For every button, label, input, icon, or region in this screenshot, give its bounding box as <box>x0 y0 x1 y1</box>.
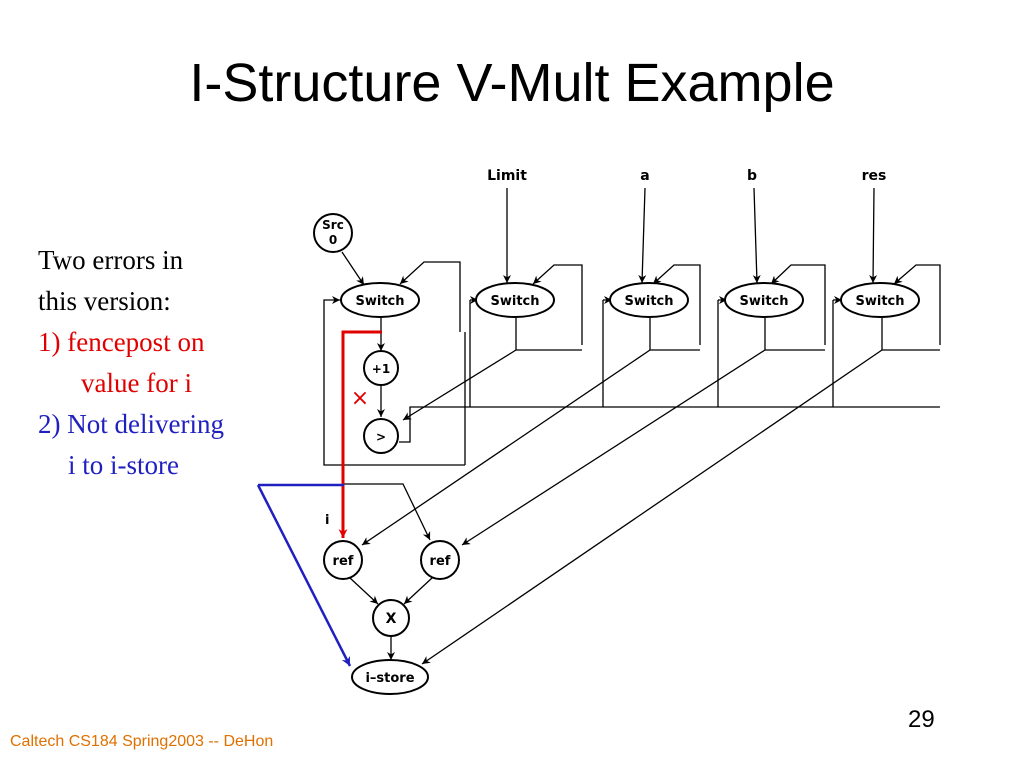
switch-label-2: Switch <box>490 294 539 309</box>
edge-loop-back <box>323 296 465 466</box>
switch-label-3: Switch <box>624 294 673 309</box>
edge-b-in <box>752 187 761 284</box>
edge-a-ref-1 <box>361 349 651 546</box>
error-2-line-2: i to i-store <box>68 450 179 480</box>
multiply-node: X <box>372 599 410 637</box>
input-label-limit: Limit <box>487 168 527 184</box>
compare-node: > <box>363 418 399 454</box>
page-number: 29 <box>908 706 935 733</box>
switch-node-5: Switch <box>840 282 920 318</box>
error-1-mark: × <box>351 386 369 411</box>
switch-label-1: Switch <box>355 294 404 309</box>
input-label-b: b <box>747 168 757 184</box>
input-label-a: a <box>640 168 649 184</box>
edge-feedback-switch-4 <box>770 264 826 345</box>
error-2-path <box>256 484 352 667</box>
slide-title: I-Structure V-Mult Example <box>189 53 835 113</box>
edge-res-in <box>869 187 878 284</box>
edge-res-istore <box>421 349 883 665</box>
diagram-edges <box>323 187 941 665</box>
switch-node-1: Switch <box>340 282 420 318</box>
ref-label-1: ref <box>333 554 354 569</box>
edge-i-ref-2 <box>343 483 431 541</box>
edge-switch-4-out <box>764 318 825 351</box>
footer-text: Caltech CS184 Spring2003 -- DeHon <box>10 733 274 750</box>
edge-limit-compare <box>402 349 517 421</box>
edge-control-bus <box>399 406 940 443</box>
compare-label: > <box>376 430 386 444</box>
notes-text: Two errors in this version: 1) fencepost… <box>38 240 298 486</box>
input-label-res: res <box>862 168 887 184</box>
note-line-1: Two errors in <box>38 245 184 275</box>
edge-feedback-switch-3 <box>652 264 701 345</box>
switch-label-5: Switch <box>855 294 904 309</box>
switch-label-4: Switch <box>739 294 788 309</box>
increment-node: +1 <box>363 350 399 386</box>
ref-label-2: ref <box>430 554 451 569</box>
edge-ref-1-mult <box>349 577 379 605</box>
ref-node-2: ref <box>420 540 460 580</box>
edge-b-ref-2 <box>461 349 766 546</box>
note-line-2: this version: <box>38 286 171 316</box>
error-1-path <box>338 330 382 538</box>
src-label-line-2: 0 <box>329 233 337 247</box>
switch-node-3: Switch <box>609 282 689 318</box>
ref-node-1: ref <box>323 540 363 580</box>
edge-feedback-switch-2 <box>532 264 583 345</box>
edge-switch-3-out <box>649 318 700 351</box>
i-label: i <box>325 513 329 528</box>
edge-switch-2-out <box>515 318 582 351</box>
edge-feedback-switch-1 <box>399 261 461 332</box>
edge-a-in <box>638 187 647 284</box>
increment-label: +1 <box>372 362 390 376</box>
switch-node-2: Switch <box>475 282 555 318</box>
src-label-line-1: Src <box>322 218 344 232</box>
error-2-path-top <box>258 483 345 487</box>
src-node: Src 0 <box>313 213 353 253</box>
istore-label: i–store <box>365 671 414 686</box>
istore-node: i–store <box>351 659 429 695</box>
edge-switch-5-out <box>881 318 940 351</box>
error-1-line-1: 1) fencepost on <box>38 327 205 357</box>
switch-node-4: Switch <box>724 282 804 318</box>
multiply-label: X <box>386 611 397 627</box>
edge-src-switch <box>341 251 365 286</box>
error-1-line-2: value for i <box>81 368 192 398</box>
edge-feedback-switch-5 <box>893 264 941 345</box>
edge-ref-2-mult <box>403 577 433 605</box>
error-2-line-1: 2) Not delivering <box>38 409 224 439</box>
